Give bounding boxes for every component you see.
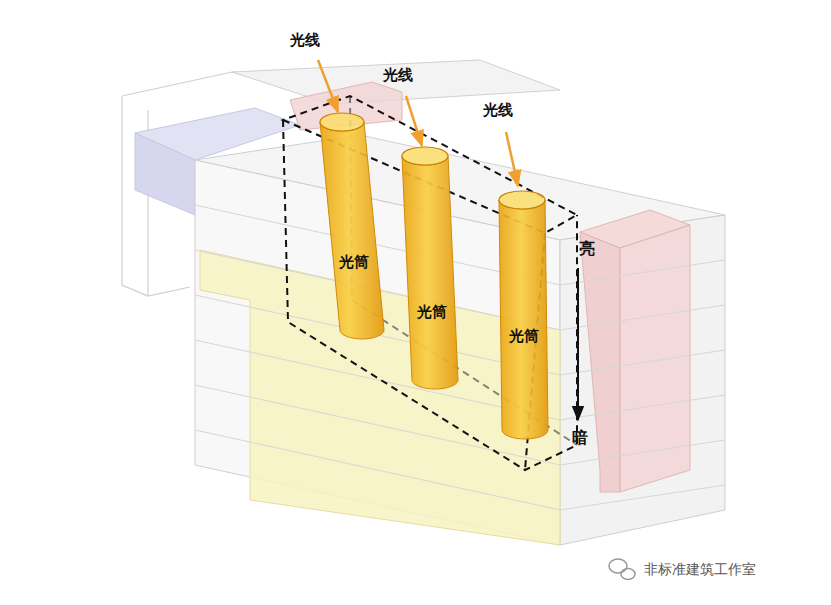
main-front (195, 160, 560, 545)
gradient-arrow (577, 268, 579, 420)
floor-lines (195, 205, 725, 510)
tube-label: 光筒 (339, 255, 369, 270)
ray-label: 光线 (483, 103, 513, 118)
light-tube: 光筒 (396, 141, 464, 395)
light-tube: 光筒 (493, 185, 554, 445)
tube-shape (396, 141, 464, 395)
pink-block (290, 82, 402, 130)
tube-label: 光筒 (509, 329, 539, 344)
watermark-icon (609, 559, 635, 580)
ray-label: 光线 (290, 33, 320, 48)
pink-tall-side (620, 225, 690, 492)
light-tube: 光筒 (314, 107, 390, 345)
blue-block-front (135, 133, 195, 215)
bright-label: 亮 (579, 241, 595, 257)
tube-shape (314, 107, 390, 345)
dashed-volume (283, 96, 577, 470)
tube-shape (493, 185, 554, 445)
watermark: 非标准建筑工作室 (644, 562, 756, 576)
main-side (560, 215, 725, 545)
dark-label: 暗 (572, 430, 588, 446)
tube-label: 光筒 (417, 305, 447, 320)
ray-label: 光线 (383, 68, 413, 83)
pink-tall-front (580, 232, 620, 492)
